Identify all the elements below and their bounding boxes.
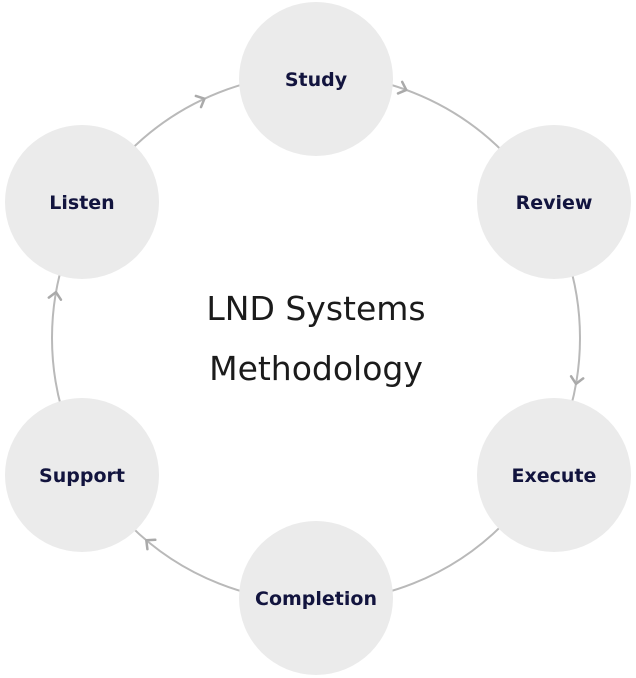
node-completion: Completion [239,521,393,675]
chevron-arrow-icon [569,375,585,386]
node-execute-circle [477,398,631,552]
node-support-label: Support [39,465,125,487]
node-listen-label: Listen [49,192,114,214]
center-title-line1: LND Systems [206,289,425,328]
chevron-arrow-icon [194,94,206,109]
node-study-label: Study [285,69,348,91]
node-review: Review [477,125,631,279]
node-review-circle [477,125,631,279]
node-execute-label: Execute [512,465,597,487]
node-review-label: Review [516,192,593,214]
node-study-circle [239,2,393,156]
node-completion-label: Completion [255,588,377,610]
center-title-line2: Methodology [209,349,423,388]
node-completion-circle [239,521,393,675]
node-support-circle [5,398,159,552]
node-support: Support [5,398,159,552]
chevron-arrow-icon [145,538,157,551]
node-execute: Execute [477,398,631,552]
chevron-arrow-icon [47,290,63,301]
node-listen: Listen [5,125,159,279]
node-listen-circle [5,125,159,279]
chevron-arrow-icon [396,80,408,95]
node-study: Study [239,2,393,156]
